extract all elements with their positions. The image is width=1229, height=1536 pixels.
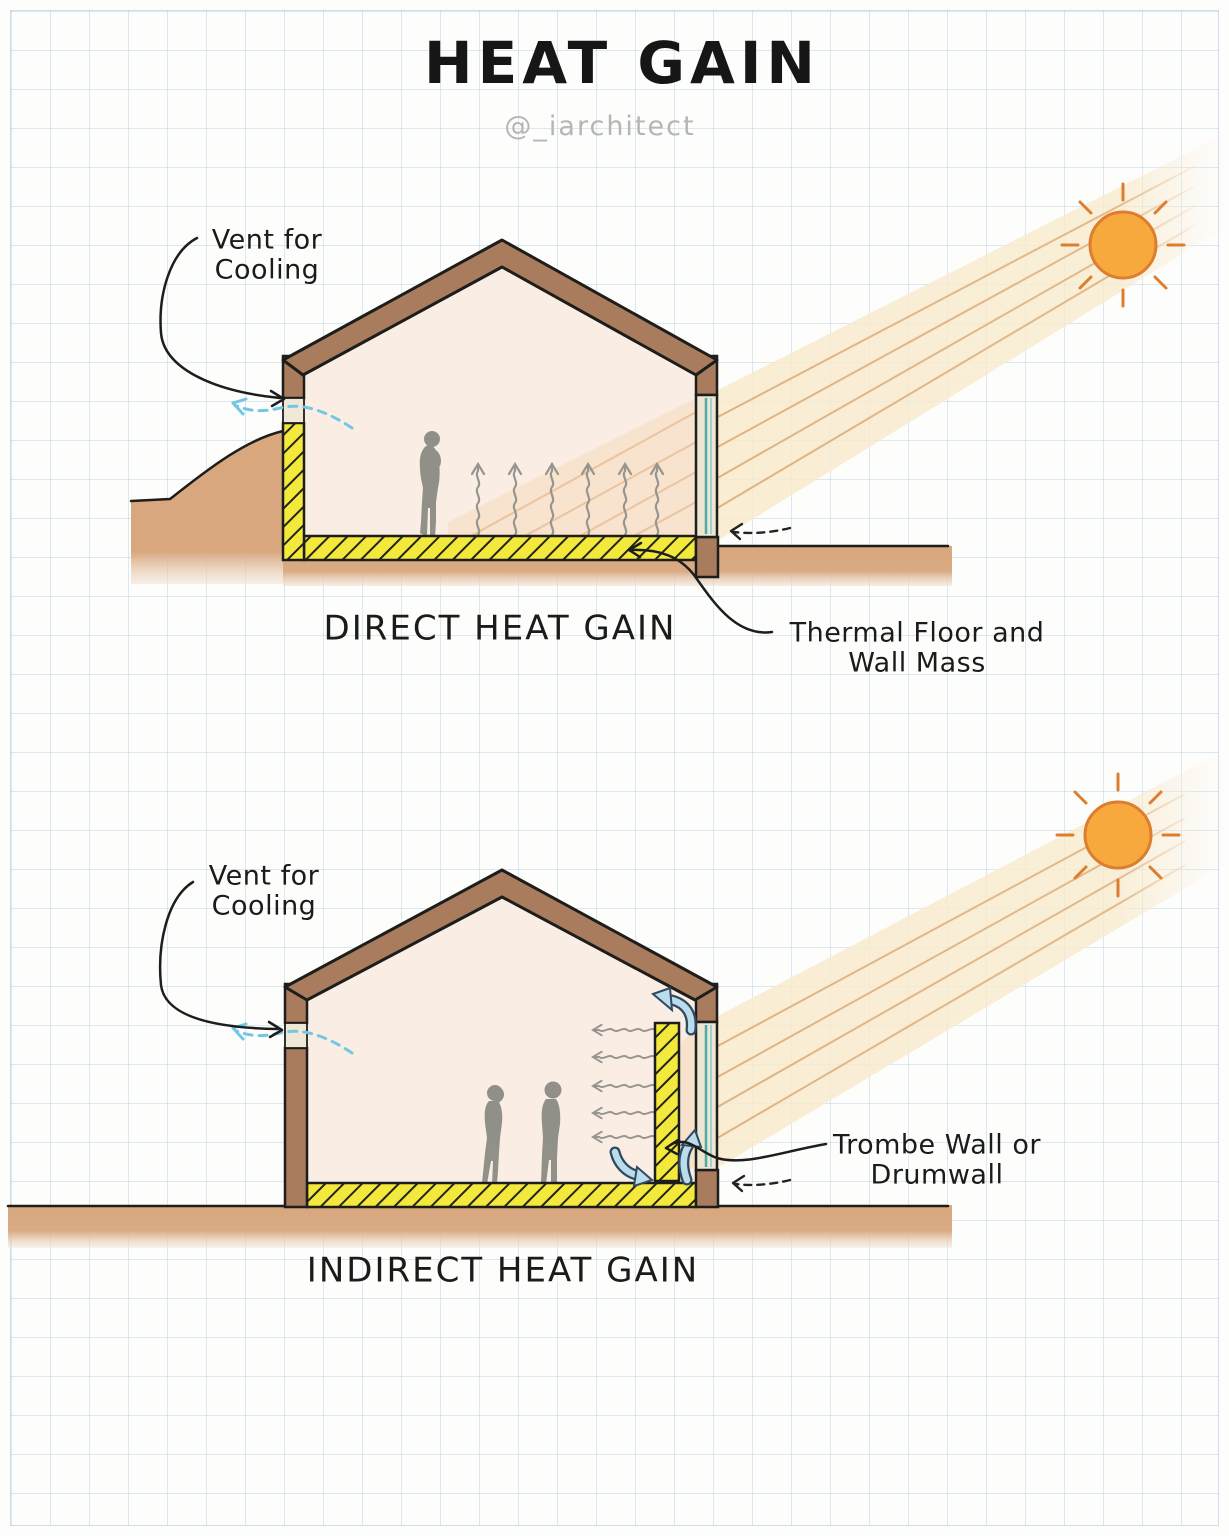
air-circulation-arrows (609, 986, 703, 1188)
south-window (694, 393, 719, 539)
indirect-caption: INDIRECT HEAT GAIN (306, 1250, 700, 1291)
vent-label-leader (159, 236, 286, 408)
trombe-label-line2: Drumwall (870, 1159, 1004, 1190)
indirect-heat-gain-diagram (6, 748, 1229, 1248)
thermal-label-line1: Thermal Floor and (789, 617, 1045, 649)
trombe-wall (653, 1021, 681, 1183)
vent-label-line2: Cooling (214, 254, 320, 285)
sun-icon (1055, 772, 1181, 898)
trombe-label-leader (664, 1138, 828, 1162)
person-silhouette (482, 1085, 505, 1184)
thermal-label-line2: Wall Mass (848, 647, 986, 678)
sunbeam (713, 132, 1229, 543)
cooling-vent (282, 397, 305, 424)
page-title: HEAT GAIN (424, 29, 820, 98)
south-window (694, 1020, 719, 1172)
sunbeam (713, 748, 1229, 1170)
ground (6, 1204, 952, 1248)
intake-dashed-arrow (731, 1174, 792, 1193)
vent-label-line1: Vent for (211, 224, 323, 256)
vent-label-line2: Cooling (211, 890, 317, 921)
vent-label-leader (158, 880, 284, 1039)
earth-berm (129, 429, 285, 584)
ground (283, 544, 952, 586)
thermal-floor-mass (305, 1181, 698, 1209)
cooling-vent (284, 1022, 308, 1049)
roof (283, 868, 719, 1002)
trombe-wall-label: Trombe Wall or Drumwall (833, 1130, 1041, 1189)
person-silhouette (419, 431, 441, 537)
author-credit: @_iarchitect (504, 111, 696, 143)
vent-label-direct: Vent for Cooling (212, 225, 322, 284)
vent-label-line1: Vent for (208, 860, 320, 892)
person-silhouette (541, 1081, 562, 1184)
thermal-wall-mass (281, 421, 306, 562)
direct-caption: DIRECT HEAT GAIN (323, 608, 677, 649)
interior-sun-patch (448, 398, 697, 537)
trombe-label-line1: Trombe Wall or (833, 1129, 1041, 1161)
thermal-mass-label: Thermal Floor and Wall Mass (790, 618, 1045, 677)
direct-heat-gain-diagram (129, 132, 1229, 634)
vent-airflow-arrow (231, 397, 354, 430)
vent-label-indirect: Vent for Cooling (209, 861, 319, 920)
house-interior (307, 897, 695, 1183)
sun-icon (1060, 182, 1186, 308)
intake-dashed-arrow (729, 522, 792, 541)
roof (281, 238, 719, 377)
thermal-label-leader (627, 541, 774, 634)
